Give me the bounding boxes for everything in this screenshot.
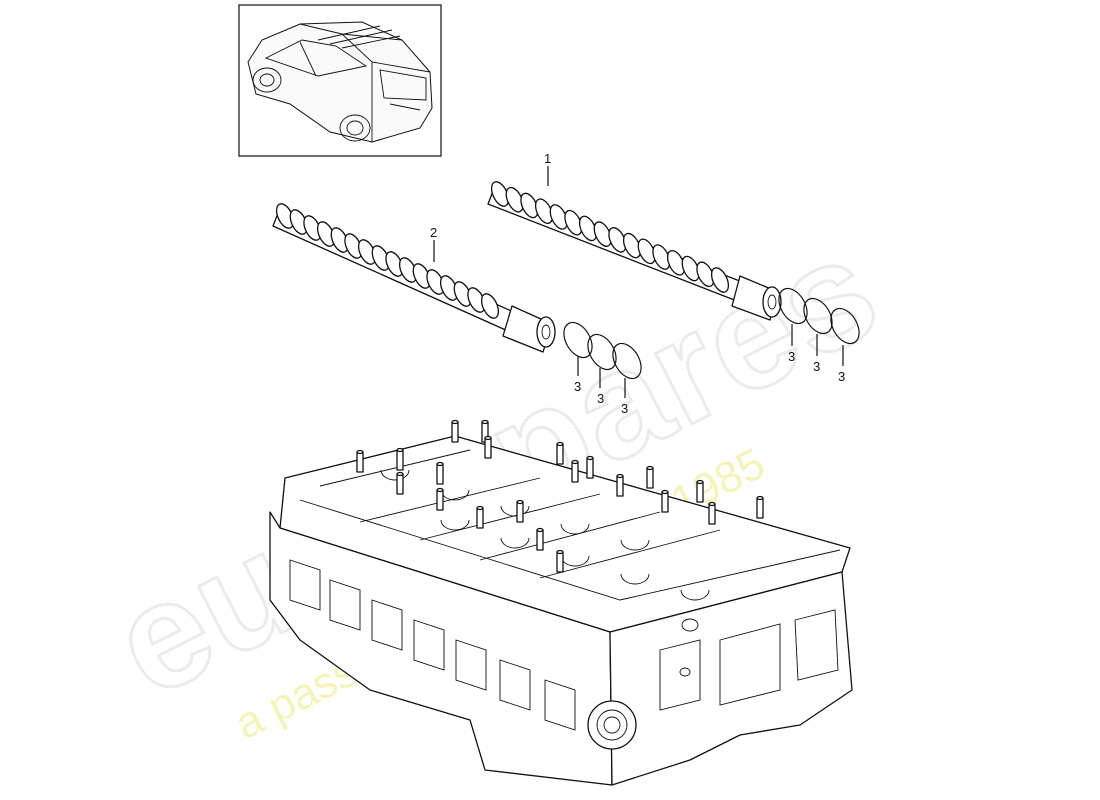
stud (396, 471, 404, 495)
bearing-saddle (680, 589, 710, 601)
port (413, 619, 445, 671)
camshaft-2 (272, 203, 556, 353)
callout-3: 3 (597, 391, 604, 406)
stud (571, 459, 579, 483)
callout-3: 3 (621, 401, 628, 416)
stud (708, 501, 716, 525)
stud (436, 461, 444, 485)
stud (556, 441, 564, 465)
cylinder-head (269, 419, 853, 786)
stud (661, 489, 669, 513)
sealing-ring (830, 307, 860, 345)
port (544, 679, 576, 731)
stud (516, 499, 524, 523)
port (289, 559, 321, 611)
port (499, 659, 531, 711)
sealing-ring (587, 333, 617, 371)
stud (616, 473, 624, 497)
bearing-saddle (620, 573, 650, 585)
sealing-rings (563, 287, 860, 380)
callouts: 1 2 3 3 3 3 3 3 (430, 151, 845, 416)
callout-3: 3 (788, 349, 795, 364)
callout-3: 3 (838, 369, 845, 384)
stud (396, 447, 404, 471)
camshaft-1 (487, 181, 782, 321)
port (371, 599, 403, 651)
bearing-saddle (500, 505, 530, 517)
stud (356, 449, 364, 473)
vehicle-thumbnail (238, 4, 442, 157)
stud (536, 527, 544, 551)
stud (484, 435, 492, 459)
callout-3: 3 (574, 379, 581, 394)
sealing-ring (612, 342, 642, 380)
callout-1: 1 (544, 151, 551, 166)
bearing-saddle (500, 537, 530, 549)
sealing-ring (803, 297, 833, 335)
cam-lobe (480, 293, 500, 319)
stud (756, 495, 764, 519)
stud (436, 487, 444, 511)
callout-2: 2 (430, 225, 437, 240)
sealing-ring (778, 287, 808, 325)
leader-lines (433, 166, 844, 398)
suv-icon (247, 21, 433, 143)
bearing-saddle (440, 519, 470, 531)
bearing-saddle (620, 539, 650, 551)
cam-lobe (710, 267, 730, 293)
port (455, 639, 487, 691)
callout-3: 3 (813, 359, 820, 374)
bearing-saddle (560, 523, 590, 535)
stud (556, 549, 564, 573)
stud (476, 505, 484, 529)
stud (646, 465, 654, 489)
stud (451, 419, 459, 443)
port (329, 579, 361, 631)
bearing-saddle (380, 469, 410, 481)
sealing-ring (563, 321, 593, 359)
stud (586, 455, 594, 479)
stud (696, 479, 704, 503)
